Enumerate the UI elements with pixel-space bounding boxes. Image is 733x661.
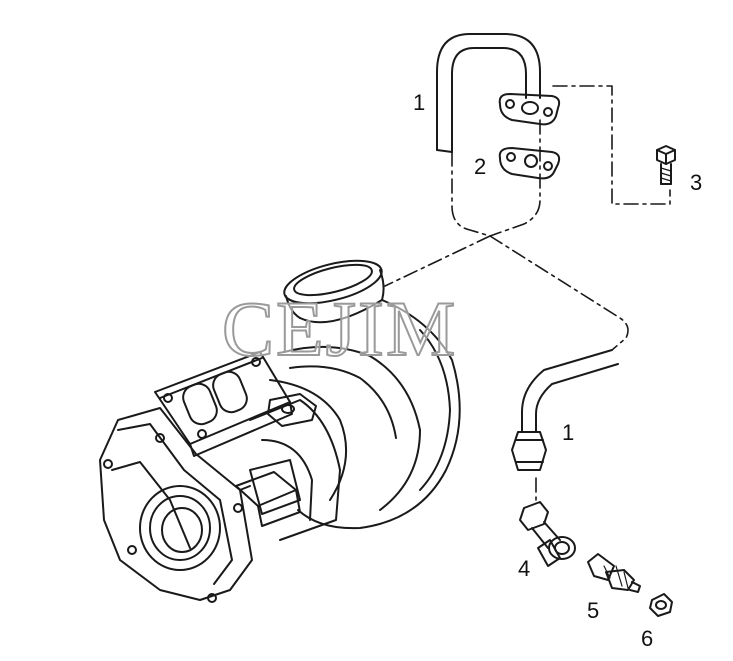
callout-adapter: 5 [587,598,600,623]
watermark: CEJIM [221,285,458,372]
oil-pipe-upper [436,33,541,153]
turbocharger [99,259,461,603]
assembly-lines [384,85,671,501]
callout-oil-pipe-lower: 1 [562,420,575,445]
callout-elbow-fitting: 4 [518,556,531,581]
gasket [498,147,561,180]
callout-oil-pipe-upper: 1 [413,90,426,115]
pipe-flange [498,93,561,126]
callout-washer: 6 [641,626,654,651]
washer [649,593,673,617]
elbow-fitting [519,501,576,567]
callout-bolt: 3 [690,170,703,195]
callout-gasket: 2 [474,154,487,179]
adapter [587,553,641,593]
bolt [656,145,676,185]
oil-pipe-lower [511,349,619,471]
